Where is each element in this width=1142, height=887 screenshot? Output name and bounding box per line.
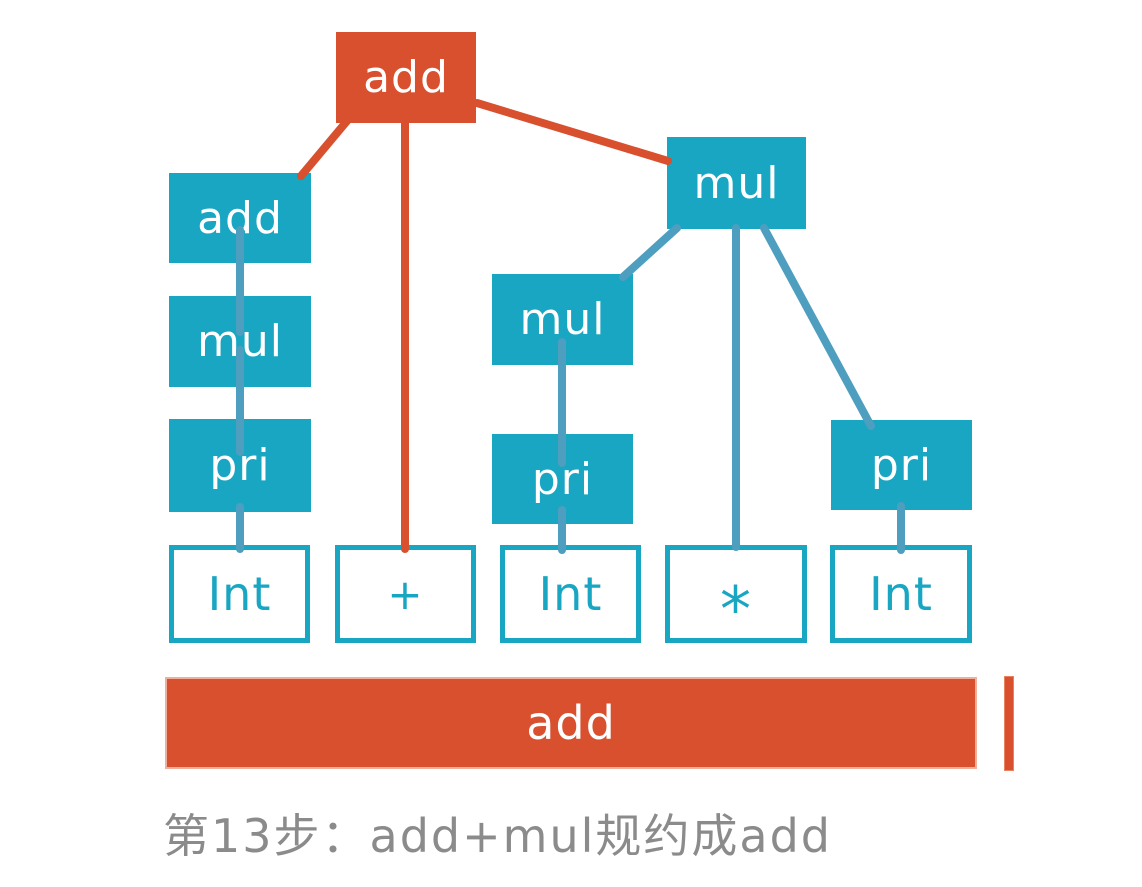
tree-node-terminal-plus: + [335,545,476,643]
tree-node-mid-mul: mul [492,274,633,365]
tree-node-label: mul [693,157,780,209]
tree-node-right-pri: pri [831,420,972,510]
tree-node-terminal-star: * [665,545,807,643]
tree-node-label: Int [207,567,272,621]
tree-node-label: + [387,569,424,619]
edge-root-add-to-right-mul [473,99,672,165]
tree-node-mid-pri: pri [492,434,633,524]
tree-node-label: pri [531,453,594,505]
tree-node-label: pri [209,440,271,491]
tree-node-left-add: add [169,173,311,263]
tree-node-root-add: add [336,32,476,123]
tree-node-label: Int [538,567,603,621]
tree-node-terminal-int-3: Int [830,545,972,643]
tree-node-label: mul [519,294,606,345]
tree-node-terminal-int-2: Int [500,545,641,643]
tree-node-right-mul: mul [667,137,806,229]
tree-node-label: Int [869,567,933,621]
step-caption: 第13步：add+mul规约成add [163,809,832,863]
cursor-accent-bar [1004,676,1014,771]
edge-root-add-to-left-add [297,117,351,180]
tree-node-label: add [363,52,449,103]
tree-node-terminal-int-1: Int [169,545,310,643]
tree-node-label: mul [197,316,283,367]
edge-right-mul-to-mid-mul [619,224,681,281]
reduction-result-bar: add [165,677,977,769]
tree-node-label: pri [870,439,933,491]
tree-node-left-pri: pri [169,419,311,512]
tree-node-left-mul: mul [169,296,311,387]
edge-right-mul-to-right-pri [760,224,875,430]
tree-node-label: add [197,192,283,244]
reduction-result-label: add [526,696,616,750]
